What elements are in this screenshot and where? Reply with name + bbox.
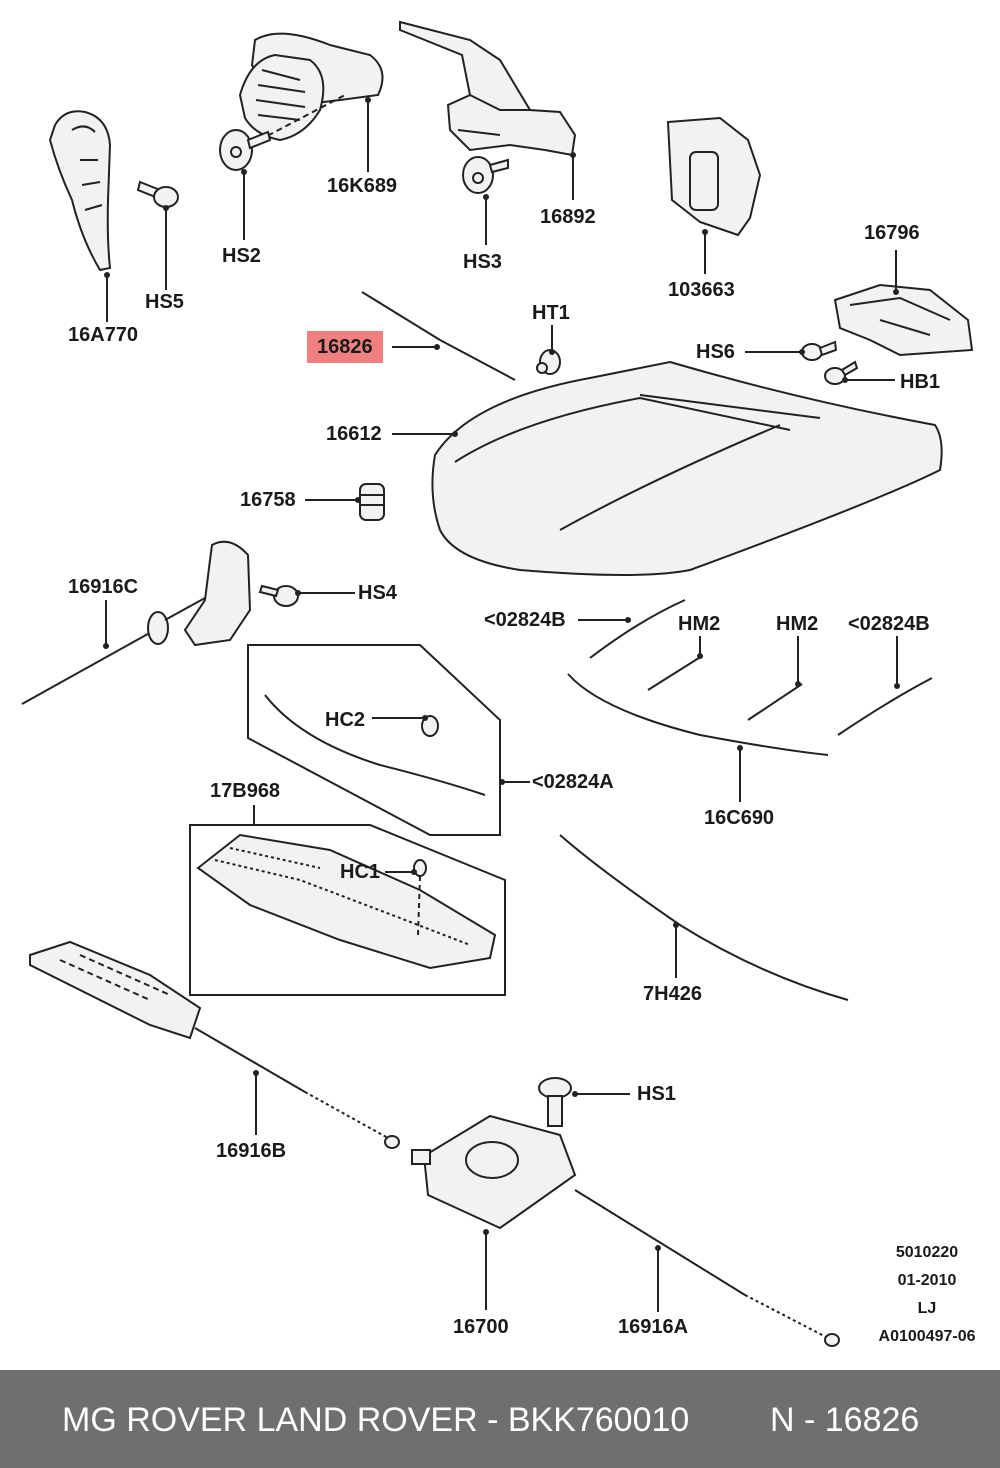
- label-16758: 16758: [240, 489, 296, 511]
- label-16612: 16612: [326, 423, 382, 445]
- part-16K689-drawing: [238, 32, 384, 172]
- part-16612-drawing: [392, 360, 943, 576]
- label-16892: 16892: [540, 206, 596, 228]
- part-16916A-drawing: [574, 1189, 840, 1347]
- footer-ref: N - 16826: [770, 1401, 920, 1439]
- label-HS3: HS3: [463, 251, 502, 273]
- part-16826-drawing: [361, 291, 516, 381]
- label-HS6: HS6: [696, 341, 735, 363]
- label-HC2: HC2: [325, 709, 366, 731]
- label-HM2-left: HM2: [678, 613, 721, 635]
- part-103663-drawing: [666, 116, 762, 274]
- part-HS4-drawing: [258, 584, 355, 607]
- label-HS4: HS4: [358, 582, 397, 604]
- part-7H426-drawing: [559, 834, 849, 1001]
- part-16916C-drawing: [21, 540, 252, 705]
- part-16700-drawing: [411, 1114, 577, 1310]
- label-HM2-right: HM2: [776, 613, 819, 635]
- part-16C690-drawing: [567, 673, 829, 802]
- part-16A770-drawing: [48, 110, 112, 322]
- label-HS2: HS2: [222, 245, 261, 267]
- part-HS5-drawing: [136, 180, 179, 290]
- label-16916C: 16916C: [68, 576, 139, 598]
- label-02824B-right: <02824B: [848, 613, 930, 635]
- label-16826-highlighted: 16826: [307, 331, 383, 363]
- part-16892-drawing: [399, 20, 577, 200]
- part-HS6-HB1-drawing: [745, 340, 895, 385]
- footer-brand-part: MG ROVER LAND ROVER - BKK760010: [62, 1401, 690, 1439]
- part-HS3-drawing: [462, 156, 509, 245]
- part-17B968-drawing: [189, 805, 506, 996]
- label-16796: 16796: [864, 222, 920, 244]
- label-16700: 16700: [453, 1316, 509, 1338]
- label-HC1: HC1: [340, 861, 381, 883]
- part-HT1-drawing: [536, 325, 561, 375]
- part-02824A-drawing: [247, 644, 530, 836]
- label-HS1: HS1: [637, 1083, 676, 1105]
- part-seals-right-drawing: [578, 599, 933, 736]
- label-HT1: HT1: [532, 302, 570, 324]
- part-16916B-drawing: [29, 940, 400, 1149]
- part-HS1-drawing: [538, 1077, 630, 1127]
- footer-bar: MG ROVER LAND ROVER - BKK760010 N - 1682…: [0, 1370, 1000, 1468]
- part-HS2-drawing: [219, 129, 272, 240]
- label-16A770: 16A770: [68, 324, 139, 346]
- label-103663: 103663: [668, 279, 735, 301]
- label-HB1: HB1: [900, 371, 941, 393]
- meta-line4: A0100497-06: [878, 1328, 976, 1345]
- meta-line1: 5010220: [895, 1244, 959, 1261]
- part-16796-drawing: [833, 250, 974, 357]
- label-17B968: 17B968: [210, 780, 281, 802]
- label-HS5: HS5: [145, 291, 184, 313]
- label-02824B-left: <02824B: [484, 609, 566, 631]
- label-16916A: 16916A: [618, 1316, 689, 1338]
- label-7H426: 7H426: [643, 983, 702, 1005]
- label-16916B: 16916B: [216, 1140, 287, 1162]
- label-16K689: 16K689: [327, 175, 398, 197]
- diagram-drawing: [21, 20, 974, 1347]
- meta-line3: LJ: [917, 1300, 937, 1317]
- meta-line2: 01-2010: [897, 1272, 957, 1289]
- parts-diagram: 16A770 HS5 HS2 16K689 HS3 16892 103663 1…: [21, 20, 976, 1347]
- label-16C690: 16C690: [704, 807, 775, 829]
- part-16758-drawing: [305, 483, 385, 521]
- label-02824A: <02824A: [532, 771, 614, 793]
